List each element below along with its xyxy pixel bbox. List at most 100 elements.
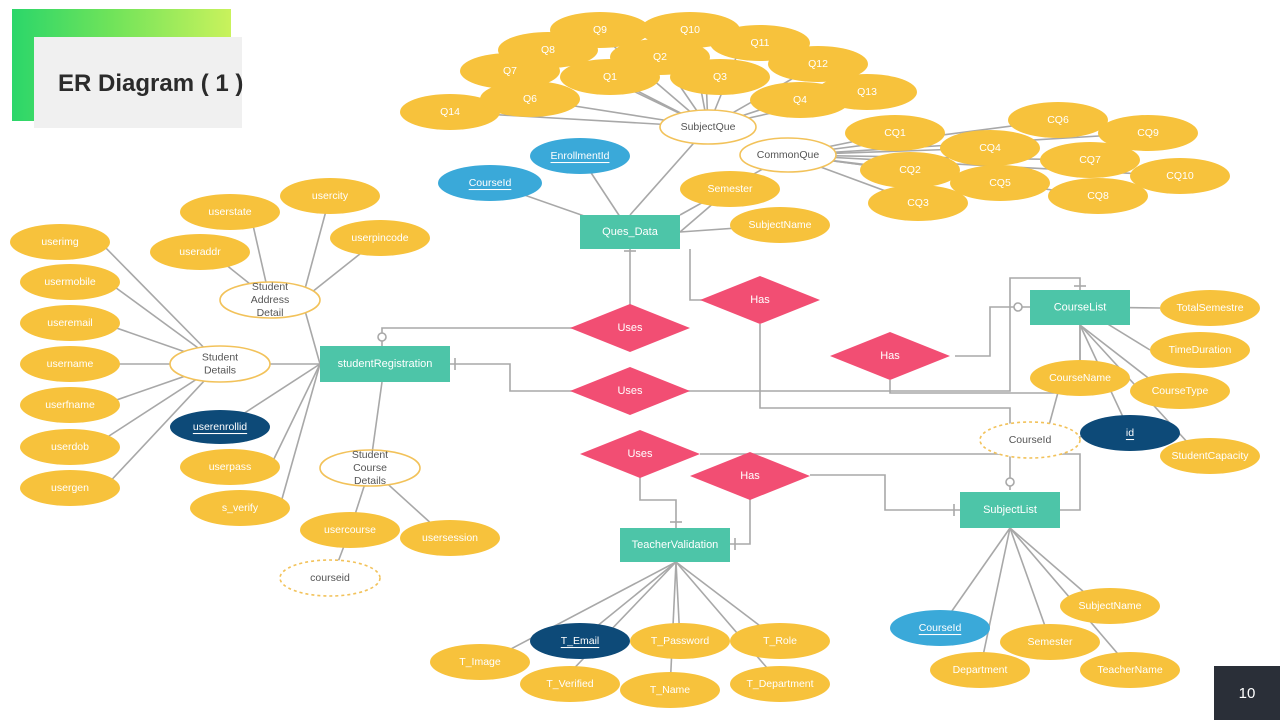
label-text: CourseName <box>1049 372 1111 384</box>
course-list-entity[interactable]: CourseList <box>1030 290 1130 325</box>
course-id-c-attribute: CourseId <box>979 421 1081 459</box>
label-text: T_Email <box>561 635 600 647</box>
uses-3-relationship[interactable]: Uses <box>580 430 700 478</box>
has-3-relationship[interactable]: Has <box>690 452 810 500</box>
subject-que-attribute: SubjectQue <box>659 109 757 145</box>
label-text: TimeDuration <box>1169 344 1232 356</box>
label-text: T_Password <box>651 635 710 647</box>
subject-name-q-attribute: SubjectName <box>730 207 830 243</box>
t-role-attribute: T_Role <box>730 623 830 659</box>
label-text: userdob <box>51 441 89 453</box>
userfname-attribute: userfname <box>20 387 120 423</box>
label-text: EnrollmentId <box>551 150 610 162</box>
course-name-attribute: CourseName <box>1030 360 1130 396</box>
student-registration-entity[interactable]: studentRegistration <box>320 346 450 382</box>
label-text: CQ2 <box>899 164 921 176</box>
has-2-relationship[interactable]: Has <box>830 332 950 380</box>
cq5-attribute: CQ5 <box>950 165 1050 201</box>
useremail-attribute: useremail <box>20 305 120 341</box>
label-text: T_Verified <box>546 678 593 690</box>
q4-attribute: Q4 <box>750 82 850 118</box>
label-text: SubjectQue <box>681 121 736 133</box>
label-text: courseid <box>310 572 350 584</box>
label-text: useremail <box>47 317 93 329</box>
department-attribute: Department <box>930 652 1030 688</box>
cq1-attribute: CQ1 <box>845 115 945 151</box>
label-text: SubjectName <box>1078 600 1141 612</box>
label-text: T_Image <box>459 656 501 668</box>
s-verify-attribute: s_verify <box>190 490 290 526</box>
cq7-attribute: CQ7 <box>1040 142 1140 178</box>
label-text: Ques_Data <box>602 226 659 238</box>
label-text: usersession <box>422 532 478 544</box>
slide-title: ER Diagram ( 1 ) <box>58 70 244 97</box>
usercourse-attribute: usercourse <box>300 512 400 548</box>
usercity-attribute: usercity <box>280 178 380 214</box>
label-text: Q1 <box>603 71 617 83</box>
total-semestre-attribute: TotalSemestre <box>1160 290 1260 326</box>
q12-attribute: Q12 <box>768 46 868 82</box>
label-text: Q10 <box>680 24 700 36</box>
ques-data-entity[interactable]: Ques_Data <box>580 215 680 249</box>
student-capacity-attribute: StudentCapacity <box>1160 438 1260 474</box>
label-text: Uses <box>617 385 643 397</box>
time-duration-attribute: TimeDuration <box>1150 332 1250 368</box>
page-number: 10 <box>1214 666 1280 720</box>
label-text: usergen <box>51 482 89 494</box>
label-text: CQ3 <box>907 197 929 209</box>
t-name-attribute: T_Name <box>620 672 720 708</box>
usergen-attribute: usergen <box>20 470 120 506</box>
course-id-sub-attribute: CourseId <box>890 610 990 646</box>
label-text: Q12 <box>808 58 828 70</box>
label-text: T_Department <box>746 678 813 690</box>
userimg-attribute: userimg <box>10 224 110 260</box>
label-text: Has <box>750 294 770 306</box>
id-attribute: id <box>1080 415 1180 451</box>
username-attribute: username <box>20 346 120 382</box>
label-text: userpincode <box>351 232 408 244</box>
usersession-attribute: usersession <box>400 520 500 556</box>
label-text: CourseId <box>469 177 512 189</box>
label-text: CQ9 <box>1137 127 1159 139</box>
label-text: CourseType <box>1152 385 1209 397</box>
label-text: CourseId <box>1009 434 1052 446</box>
q1-attribute: Q1 <box>560 59 660 95</box>
label-text: CQ8 <box>1087 190 1109 202</box>
label-text: usermobile <box>44 276 96 288</box>
label-text: CQ10 <box>1166 170 1194 182</box>
uses-2-relationship[interactable]: Uses <box>570 367 690 415</box>
has-1-relationship[interactable]: Has <box>700 276 820 324</box>
userstate-attribute: userstate <box>180 194 280 230</box>
label-text: Q3 <box>713 71 727 83</box>
cq2-attribute: CQ2 <box>860 152 960 188</box>
label-text: Q9 <box>593 24 607 36</box>
label-text: TotalSemestre <box>1176 302 1243 314</box>
subject-list-entity[interactable]: SubjectList <box>960 492 1060 528</box>
uses-1-relationship[interactable]: Uses <box>570 304 690 352</box>
label-text: userstate <box>208 206 251 218</box>
t-department-attribute: T_Department <box>730 666 830 702</box>
label-text: Has <box>740 470 760 482</box>
label-text: Q8 <box>541 44 555 56</box>
title-panel <box>34 37 242 128</box>
t-email-attribute: T_Email <box>530 623 630 659</box>
q14-attribute: Q14 <box>400 94 500 130</box>
label-text: userpass <box>209 461 252 473</box>
course-id-q-attribute: CourseId <box>438 165 542 201</box>
label-text: T_Name <box>650 684 690 696</box>
label-text: userenrollid <box>193 421 247 433</box>
courseid-s-attribute: courseid <box>279 559 381 597</box>
label-text: studentRegistration <box>338 358 433 370</box>
label-text: CQ6 <box>1047 114 1069 126</box>
teacher-validation-entity[interactable]: TeacherValidation <box>620 528 730 562</box>
label-text: CQ4 <box>979 142 1001 154</box>
label-text: Q7 <box>503 65 517 77</box>
teacher-name-attribute: TeacherName <box>1080 652 1180 688</box>
label-text: Has <box>880 350 900 362</box>
